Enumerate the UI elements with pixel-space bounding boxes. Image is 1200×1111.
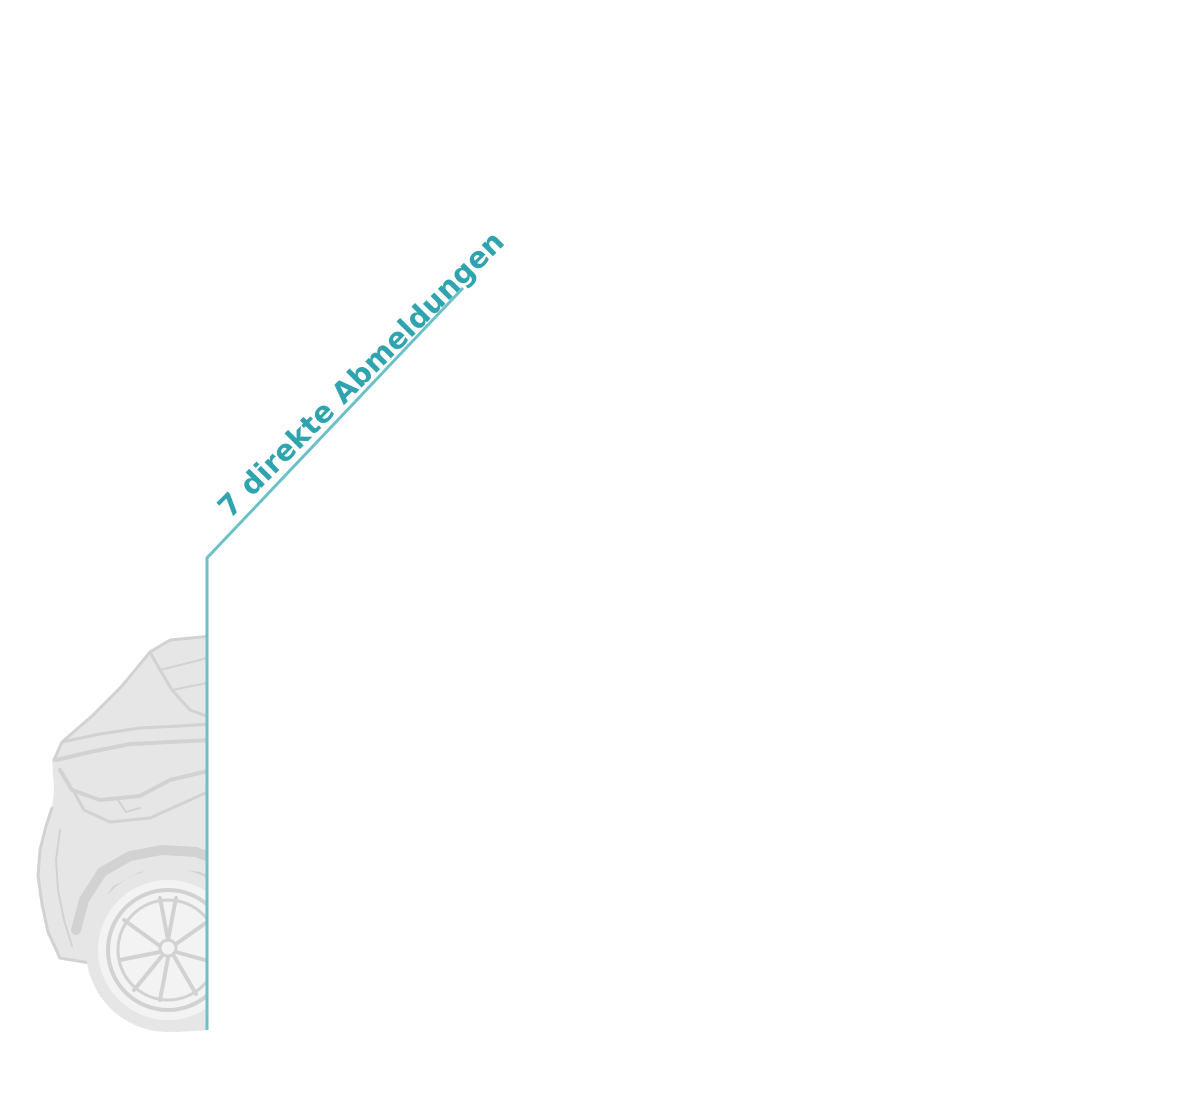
wheel-icon — [86, 868, 207, 1032]
accent-line — [205, 286, 465, 1030]
